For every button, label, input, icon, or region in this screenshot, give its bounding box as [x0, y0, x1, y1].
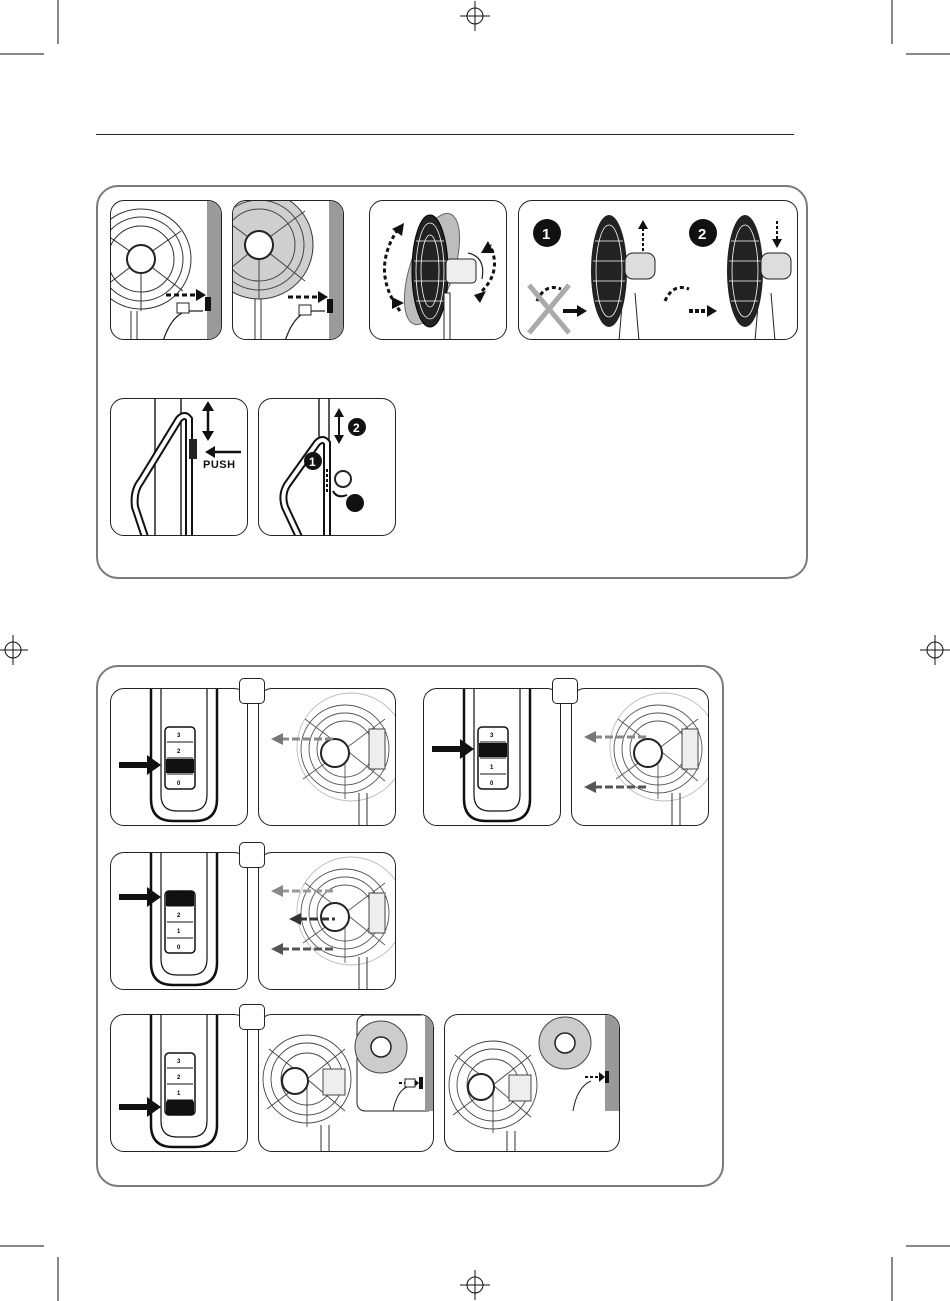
panel-height-lock: 2 1: [258, 398, 396, 536]
panel-switch-speed-3: 2 1 0: [110, 852, 248, 990]
panel-switch-speed-2: 3 1 0: [423, 688, 561, 826]
registration-mark-top: [460, 1, 490, 31]
panel-unplug-2: [444, 1014, 620, 1152]
panel-tilt-adjust: [369, 200, 507, 340]
speed-indicator-box-2: [552, 678, 578, 704]
registration-mark-bottom: [460, 1270, 490, 1300]
step-one-badge: 1: [542, 226, 550, 243]
panel-switch-off: 3 2 1: [110, 1014, 248, 1152]
panel-plug-in-small: [110, 200, 222, 340]
registration-mark-right: [920, 635, 950, 665]
registration-mark-left: [0, 635, 28, 665]
speed-indicator-box-1: [239, 678, 265, 704]
push-label: PUSH: [203, 459, 236, 471]
panel-height-push: PUSH: [110, 398, 248, 536]
speed-indicator-box-3: [239, 842, 265, 868]
panel-plug-in-large: [232, 200, 344, 340]
speed-indicator-box-off: [239, 1004, 265, 1030]
panel-oscillation-knob: 1 2: [518, 200, 798, 340]
panel-unplug-1: [258, 1014, 434, 1152]
panel-switch-speed-1: 3 2 0: [110, 688, 248, 826]
step-one-lock-badge: 1: [309, 455, 316, 469]
panel-fan-speed-1: [258, 688, 396, 826]
step-two-badge: 2: [698, 226, 706, 243]
header-rule: [96, 134, 794, 135]
panel-fan-speed-3: [258, 852, 396, 990]
panel-fan-speed-2: [571, 688, 709, 826]
step-two-lock-badge: 2: [353, 421, 360, 435]
